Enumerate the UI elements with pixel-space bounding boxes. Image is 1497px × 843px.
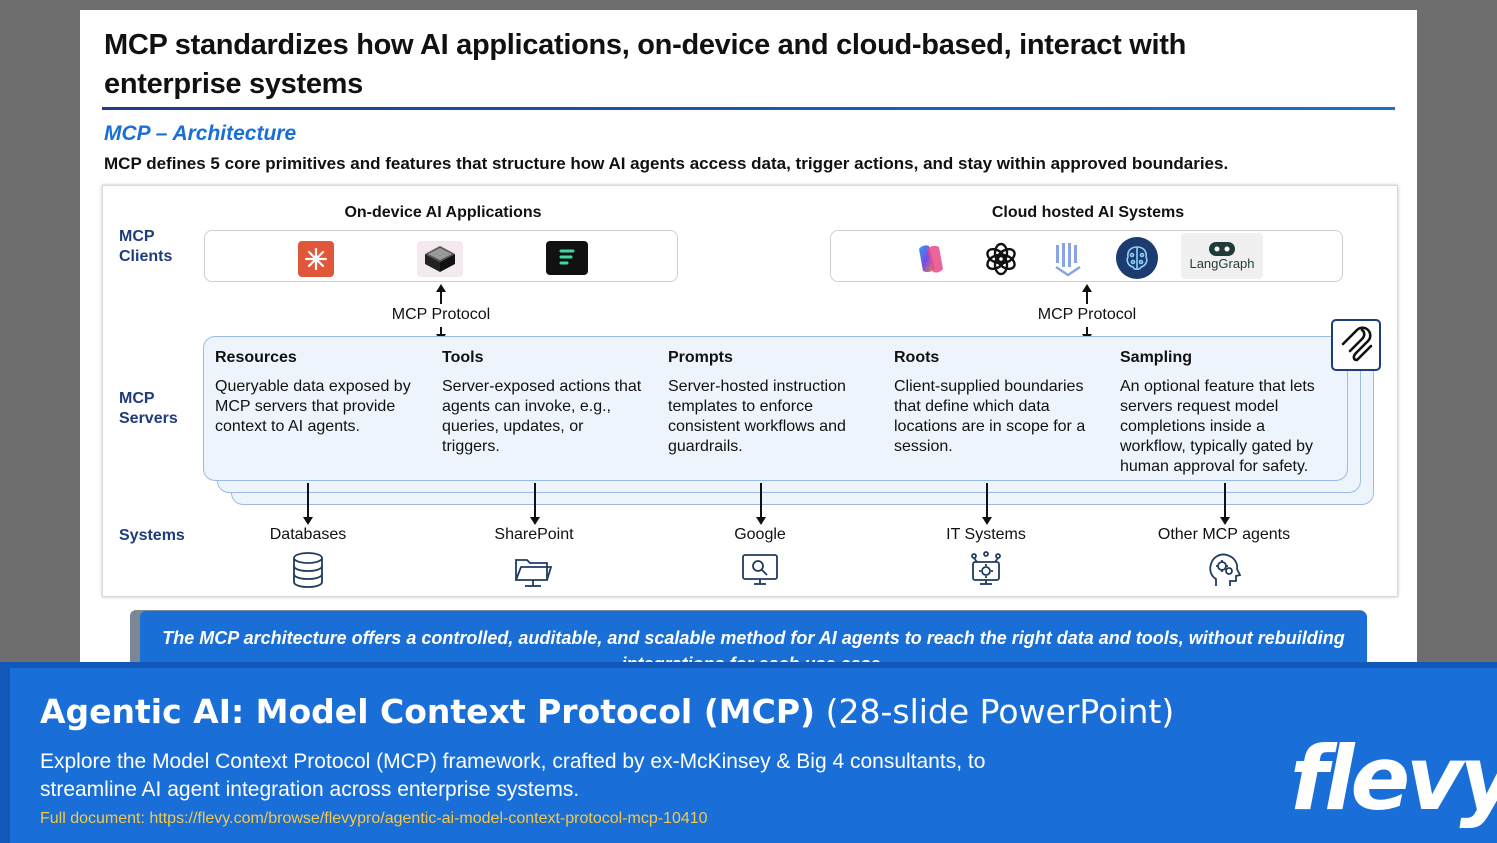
row-label-servers: MCP Servers xyxy=(119,389,189,429)
system-arrow-2 xyxy=(530,517,540,525)
primitive-title: Tools xyxy=(442,349,484,366)
search-monitor-icon xyxy=(742,554,778,585)
primitive-description: Server-exposed actions that agents can i… xyxy=(442,378,642,455)
system-arrow-5 xyxy=(1220,517,1230,525)
protocol-line-right-top xyxy=(1086,290,1088,304)
system-label-sharepoint: SharePoint xyxy=(494,526,574,543)
primitive-description: An optional feature that lets servers re… xyxy=(1120,378,1315,475)
copilot-icon xyxy=(913,241,949,277)
section-heading: MCP – Architecture xyxy=(104,122,297,145)
primitive-title: Prompts xyxy=(668,349,733,366)
primitive-title: Sampling xyxy=(1120,349,1193,366)
agent-head-icon xyxy=(1209,553,1242,586)
row-label-clients-text: MCP Clients xyxy=(119,228,173,265)
claude-icon xyxy=(298,241,334,277)
slide: MCP standardizes how AI applications, on… xyxy=(80,10,1417,670)
banner-title-bold: Agentic AI: Model Context Protocol (MCP) xyxy=(40,692,816,731)
lead-text: MCP defines 5 core primitives and featur… xyxy=(104,154,1229,173)
protocol-line-right-bottom xyxy=(1086,327,1088,336)
protocol-arrow-up-right xyxy=(1082,284,1092,292)
system-arrow-4 xyxy=(982,517,992,525)
banner-title: Agentic AI: Model Context Protocol (MCP)… xyxy=(40,692,1174,731)
database-icon xyxy=(293,552,323,588)
primitive-title: Roots xyxy=(894,349,940,366)
primitive-prompts: Prompts Server-hosted instruction templa… xyxy=(668,349,868,457)
primitive-description: Server-hosted instruction templates to e… xyxy=(668,378,846,455)
openai-icon xyxy=(983,241,1019,277)
primitive-roots: Roots Client-supplied boundaries that de… xyxy=(894,349,1094,457)
banner-description: Explore the Model Context Protocol (MCP)… xyxy=(40,750,986,801)
mcp-servers-box: Resources Queryable data exposed by MCP … xyxy=(203,336,1348,481)
llamaindex-icon xyxy=(1050,241,1086,277)
system-arrow-line-5 xyxy=(1224,483,1226,519)
banner-title-light: (28-slide PowerPoint) xyxy=(825,692,1175,731)
folder-icon xyxy=(515,559,553,587)
callout-box: The MCP architecture offers a controlled… xyxy=(140,611,1367,670)
system-arrow-line-4 xyxy=(986,483,988,519)
title-rule xyxy=(102,107,1395,110)
primitive-resources: Resources Queryable data exposed by MCP … xyxy=(215,349,430,437)
it-gear-icon xyxy=(971,551,1001,585)
promo-banner-inner: Agentic AI: Model Context Protocol (MCP)… xyxy=(10,668,1497,843)
protocol-label-left: MCP Protocol xyxy=(391,306,491,323)
system-arrow-3 xyxy=(756,517,766,525)
system-label-it-systems: IT Systems xyxy=(946,526,1026,543)
protocol-line-left-bottom xyxy=(440,327,442,336)
mcp-logo-icon xyxy=(1331,319,1381,371)
cursor-app-icon xyxy=(546,241,588,275)
protocol-label-right: MCP Protocol xyxy=(1037,306,1137,323)
langgraph-text: LangGraph xyxy=(1189,256,1255,271)
primitive-tools: Tools Server-exposed actions that agents… xyxy=(442,349,642,457)
cube-app-icon xyxy=(417,241,463,277)
promo-banner: Agentic AI: Model Context Protocol (MCP)… xyxy=(0,662,1497,843)
cloud-clients-box: LangGraph xyxy=(830,230,1343,282)
ai-brain-icon xyxy=(1116,237,1158,279)
row-label-clients: MCP Clients xyxy=(119,227,189,267)
system-arrow-1 xyxy=(303,517,313,525)
flevy-logo: flevy xyxy=(1290,727,1497,830)
langgraph-icon: LangGraph xyxy=(1181,233,1263,279)
row-label-systems: Systems xyxy=(119,527,185,544)
system-label-google: Google xyxy=(734,526,786,543)
primitive-description: Queryable data exposed by MCP servers th… xyxy=(215,378,411,435)
row-label-servers-text: MCP Servers xyxy=(119,390,178,427)
system-arrow-line-2 xyxy=(534,483,536,519)
protocol-line-left-top xyxy=(440,290,442,304)
primitive-title: Resources xyxy=(215,349,297,366)
architecture-diagram: On-device AI Applications Cloud hosted A… xyxy=(102,185,1398,597)
protocol-arrow-up-left xyxy=(436,284,446,292)
system-arrow-line-3 xyxy=(760,483,762,519)
primitive-description: Client-supplied boundaries that define w… xyxy=(894,378,1086,455)
primitive-sampling: Sampling An optional feature that lets s… xyxy=(1120,349,1328,477)
on-device-label: On-device AI Applications xyxy=(344,204,542,221)
system-label-databases: Databases xyxy=(269,526,347,543)
slide-title: MCP standardizes how AI applications, on… xyxy=(104,29,1187,100)
banner-document-link[interactable]: Full document: https://flevy.com/browse/… xyxy=(40,810,708,827)
system-label-other-agents: Other MCP agents xyxy=(1157,526,1291,543)
system-arrow-line-1 xyxy=(307,483,309,519)
on-device-clients-box xyxy=(204,230,678,282)
cloud-label: Cloud hosted AI Systems xyxy=(991,204,1185,221)
